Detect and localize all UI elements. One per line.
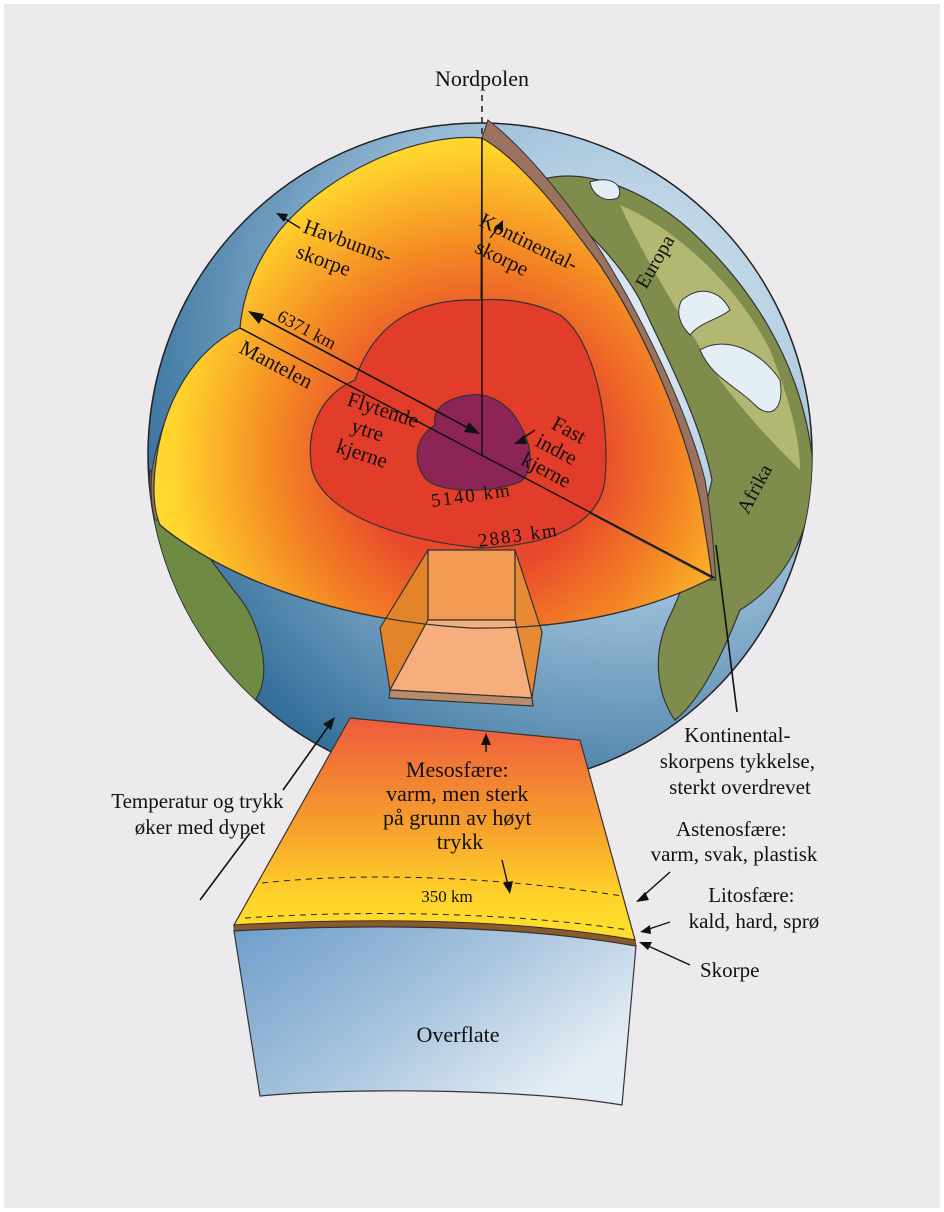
lithosphere-line-2: kald, hard, sprø <box>689 909 820 933</box>
crust-thickness-label: Kontinental- skorpens tykkelse, sterkt o… <box>660 723 820 799</box>
cut-edge-line <box>159 524 713 629</box>
sea-shape <box>699 343 782 413</box>
temp-pressure-arrow-head <box>323 717 335 730</box>
radius-arrow-line <box>257 315 473 431</box>
mesosphere-line-4: trykk <box>437 829 483 854</box>
crust-thickness-pointer <box>715 544 738 713</box>
asthenosphere-line-2: varm, svak, plastisk <box>651 842 818 866</box>
mesosphere-down-head <box>503 881 513 894</box>
sea-shape <box>678 290 731 336</box>
temp-pressure-line-upper <box>282 723 331 791</box>
radius-arrow-head-right <box>464 422 480 434</box>
cut-block-ledge <box>388 689 534 707</box>
north-pole-label: Nordpolen <box>435 66 529 91</box>
asthenosphere-label: Astenosfære: varm, svak, plastisk <box>651 817 818 866</box>
sea-shape <box>589 179 621 200</box>
lithosphere-pointer-head <box>640 925 651 934</box>
crust-thickness-line-1: Kontinental- <box>684 723 790 747</box>
temp-pressure-line-1: Temperatur og trykk <box>111 789 284 813</box>
crust-pointer-head <box>639 942 652 950</box>
cross-section-block <box>232 717 637 1106</box>
lithosphere-label: Litosfære: kald, hard, sprø <box>689 883 820 933</box>
inland-seas <box>589 179 782 413</box>
asthenosphere-pointer <box>641 871 671 898</box>
crust-pointer <box>645 944 691 966</box>
mesosphere-line-3: på grunn av høyt <box>383 805 531 830</box>
inner-core-pointer-head <box>514 435 527 444</box>
mesosphere-line-1: Mesosfære: <box>406 757 509 782</box>
crust-label: Skorpe <box>700 958 760 982</box>
continental-crust-pointer-head <box>495 220 503 232</box>
radius-line <box>239 327 716 579</box>
oceanic-crust-pointer-head <box>276 213 288 222</box>
radius-arrow-head-left <box>248 311 264 324</box>
mesosphere-down-pointer <box>501 859 509 886</box>
asthenosphere-line-1: Astenosfære: <box>676 817 787 841</box>
boundary-350km <box>261 876 623 897</box>
crust-thickness-line-3: sterkt overdrevet <box>669 775 811 799</box>
surface-label: Overflate <box>416 1022 499 1047</box>
temp-pressure-line-2: øker med dypet <box>135 815 266 839</box>
globe-cut-block <box>379 547 543 707</box>
lithosphere-line-1: Litosfære: <box>708 883 794 907</box>
mesosphere-up-head <box>481 733 491 745</box>
cut-block-back-wall <box>427 549 516 621</box>
asthenosphere-pointer-head <box>636 892 649 902</box>
temp-pressure-line-lower <box>199 832 251 901</box>
temp-pressure-label: Temperatur og trykk øker med dypet <box>111 789 289 839</box>
depth-350-label: 350 km <box>421 887 472 906</box>
block-surface-face <box>233 926 637 1106</box>
boundary-lithosphere <box>244 913 629 931</box>
mesosphere-line-2: varm, men sterk <box>386 781 528 806</box>
mesosphere-label: Mesosfære: varm, men sterk på grunn av h… <box>383 757 537 854</box>
crust-thickness-line-2: skorpens tykkelse, <box>660 749 815 773</box>
